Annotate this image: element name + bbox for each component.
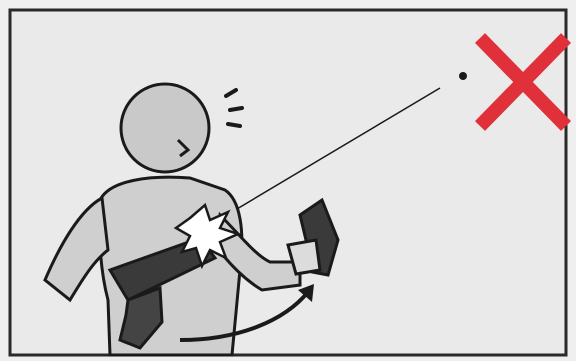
head [121, 84, 209, 172]
target-dot-icon [459, 72, 467, 80]
frame-border [10, 10, 566, 355]
